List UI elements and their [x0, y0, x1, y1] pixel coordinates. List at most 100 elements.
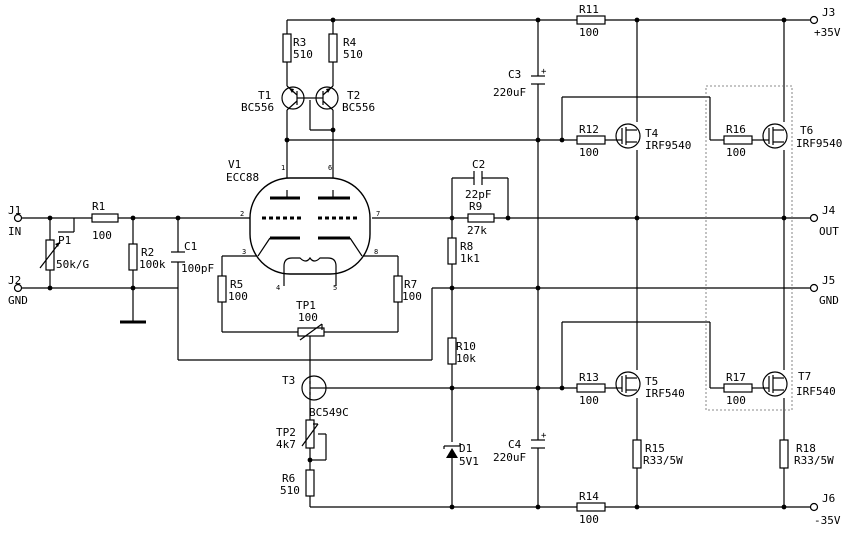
svg-text:R10: R10: [456, 340, 476, 353]
svg-text:6: 6: [328, 164, 332, 172]
svg-text:R8: R8: [460, 240, 473, 253]
svg-text:2: 2: [240, 210, 244, 218]
trimmer-tp1: TP1 100: [296, 299, 325, 341]
svg-text:V1: V1: [228, 158, 241, 171]
resistor-r6: R6 510: [280, 469, 315, 497]
open-circle-terminal-icon[interactable]: [13, 283, 23, 293]
svg-text:100: 100: [228, 290, 248, 303]
resistor-r3: R3 510: [282, 33, 313, 63]
svg-text:ECC88: ECC88: [226, 171, 259, 184]
resistor-r15: R15 R33/5W: [632, 439, 683, 469]
svg-text:100pF: 100pF: [181, 262, 214, 275]
terminal-label: GND: [8, 294, 28, 307]
svg-text:4k7: 4k7: [276, 438, 296, 451]
capacitor-c4: + C4 220uF: [493, 431, 547, 464]
svg-text:100k: 100k: [139, 258, 166, 271]
svg-text:R3: R3: [293, 36, 306, 49]
wires: [22, 19, 810, 508]
capacitor-c1: C1 100pF: [171, 240, 214, 275]
svg-text:P1: P1: [58, 234, 71, 247]
terminal-j1[interactable]: J1 IN: [8, 204, 23, 238]
terminal-label: +35V: [814, 26, 841, 39]
resistor-r13: R13 100: [576, 371, 606, 407]
svg-text:7: 7: [376, 210, 380, 218]
open-circle-terminal-icon[interactable]: [809, 15, 819, 25]
tube-v1: V1 ECC88 1 2 3 4 5 6 7 8: [226, 158, 380, 292]
open-circle-terminal-icon[interactable]: [13, 213, 23, 223]
output-stage-outline: [705, 85, 793, 411]
svg-text:100: 100: [579, 394, 599, 407]
svg-text:100: 100: [726, 394, 746, 407]
resistor-r11: R11 100: [576, 3, 606, 39]
svg-text:R7: R7: [404, 278, 417, 291]
terminal-ref: J4: [822, 204, 836, 217]
resistor-r16: R16 100: [723, 123, 753, 159]
trimmer-tp2: TP2 4k7: [276, 419, 319, 451]
terminal-ref: J1: [8, 204, 21, 217]
svg-text:100: 100: [579, 26, 599, 39]
svg-text:1: 1: [281, 164, 285, 172]
svg-text:100: 100: [579, 513, 599, 526]
svg-text:R33/5W: R33/5W: [794, 454, 834, 467]
svg-text:27k: 27k: [467, 224, 487, 237]
transistor-t2: T2 BC556: [310, 85, 375, 114]
terminal-label: IN: [8, 225, 21, 238]
svg-text:T4: T4: [645, 127, 659, 140]
potentiometer-p1: P1 50k/G: [39, 234, 89, 271]
terminal-label: -35V: [814, 514, 841, 527]
terminal-ref: J2: [8, 274, 21, 287]
resistor-r1: R1 100: [91, 200, 119, 242]
svg-text:BC556: BC556: [241, 101, 274, 114]
terminal-ref: J3: [822, 6, 835, 19]
terminal-j6[interactable]: J6 -35V: [809, 492, 841, 527]
svg-text:8: 8: [374, 248, 378, 256]
junctions: [47, 17, 787, 510]
mosfet-t4: T4 IRF9540: [614, 123, 691, 152]
svg-text:100: 100: [298, 311, 318, 324]
resistor-r12: R12 100: [576, 123, 606, 159]
svg-text:IRF540: IRF540: [796, 385, 836, 398]
svg-text:10k: 10k: [456, 352, 476, 365]
terminal-ref: J6: [822, 492, 835, 505]
svg-text:5: 5: [333, 284, 337, 292]
terminal-label: GND: [819, 294, 839, 307]
transistor-t1: T1 BC556: [241, 85, 310, 114]
svg-text:C3: C3: [508, 68, 521, 81]
resistor-r4: R4 510: [328, 33, 363, 63]
svg-text:100: 100: [579, 146, 599, 159]
svg-text:510: 510: [293, 48, 313, 61]
svg-text:C2: C2: [472, 158, 485, 171]
svg-text:BC556: BC556: [342, 101, 375, 114]
open-circle-terminal-icon[interactable]: [809, 283, 819, 293]
terminal-j4[interactable]: J4 OUT: [809, 204, 840, 238]
open-circle-terminal-icon[interactable]: [809, 502, 819, 512]
terminal-j5[interactable]: J5 GND: [809, 274, 839, 307]
svg-text:3: 3: [242, 248, 246, 256]
svg-text:4: 4: [276, 284, 280, 292]
transistor-t3: T3 BC549C: [282, 372, 349, 419]
mosfet-t7: T7 IRF540: [762, 370, 836, 398]
svg-text:510: 510: [343, 48, 363, 61]
svg-text:1k1: 1k1: [460, 252, 480, 265]
svg-text:220uF: 220uF: [493, 86, 526, 99]
svg-text:R4: R4: [343, 36, 357, 49]
terminal-j2[interactable]: J2 GND: [8, 274, 28, 307]
plus-sign-icon: +: [541, 431, 547, 441]
open-circle-terminal-icon[interactable]: [809, 213, 819, 223]
svg-text:C4: C4: [508, 438, 522, 451]
terminal-j3[interactable]: J3 +35V: [809, 6, 841, 39]
svg-text:R33/5W: R33/5W: [643, 454, 683, 467]
svg-text:D1: D1: [459, 442, 472, 455]
svg-text:R12: R12: [579, 123, 599, 136]
svg-text:T3: T3: [282, 374, 295, 387]
svg-text:R11: R11: [579, 3, 599, 16]
svg-text:T5: T5: [645, 375, 658, 388]
resistor-r5: R5 100: [217, 275, 248, 303]
svg-text:R17: R17: [726, 371, 746, 384]
svg-text:BC549C: BC549C: [309, 406, 349, 419]
svg-text:R2: R2: [141, 246, 154, 259]
svg-text:R13: R13: [579, 371, 599, 384]
svg-text:R14: R14: [579, 490, 599, 503]
mosfet-t6: T6 IRF9540: [762, 123, 842, 150]
